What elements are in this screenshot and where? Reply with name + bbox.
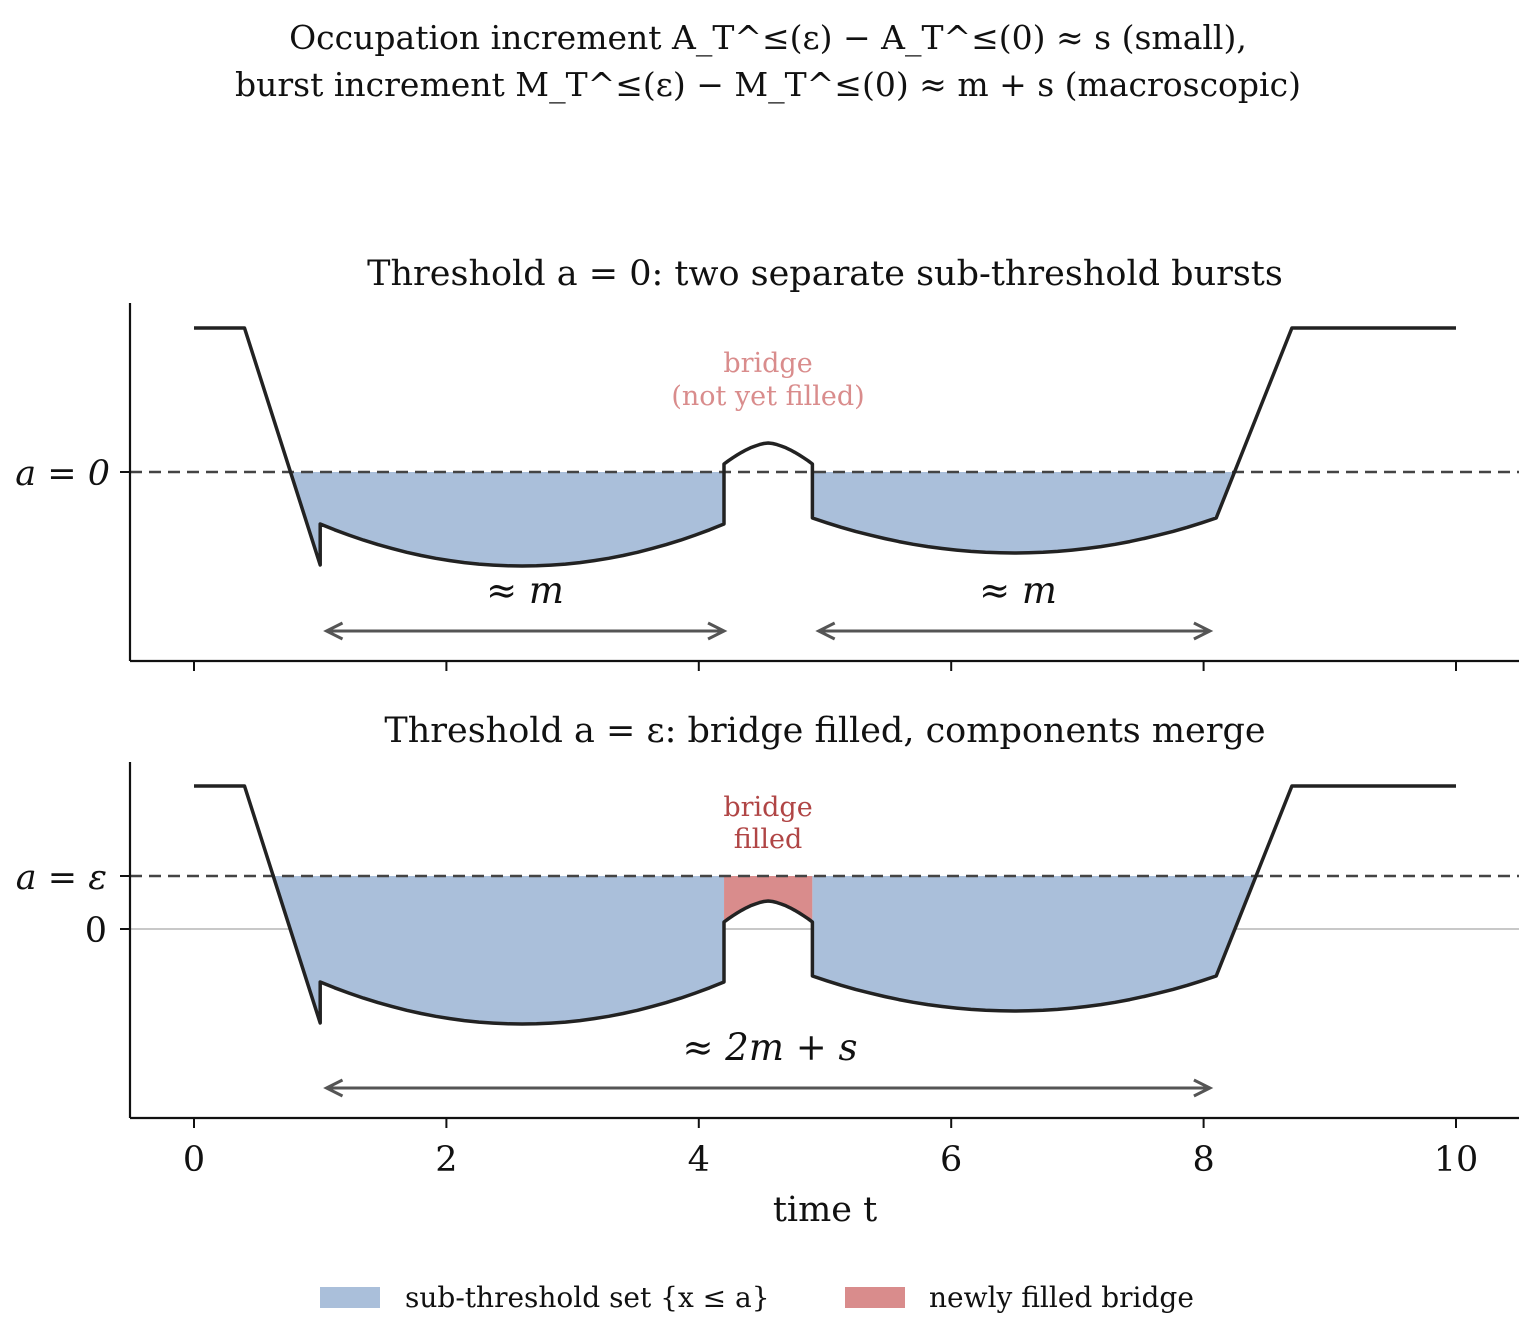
bottom-fill-layer <box>273 876 1257 1024</box>
top-signal-curve <box>194 326 1456 568</box>
bottom-panel: Threshold a = ε: bridge filled, componen… <box>16 711 1519 1230</box>
legend-label-bridge: newly filled bridge <box>929 1281 1194 1314</box>
bottom-xtick-label: 2 <box>435 1140 457 1180</box>
sub-threshold-fill-right <box>812 472 1235 553</box>
top-fill-layer <box>290 472 1235 566</box>
bottom-merged-burst-label: ≈ 2m + s <box>683 1026 858 1069</box>
sub-threshold-fill-left <box>273 876 725 1024</box>
top-xticks <box>193 661 1457 671</box>
bottom-bridge-label-line-1: bridge <box>723 792 812 823</box>
top-burst-arrow-0 <box>323 621 728 641</box>
suptitle-line-1: Occupation increment A_T^≤(ε) − A_T^≤(0)… <box>289 18 1247 58</box>
bottom-xtick-labels: 0 2 4 6 8 10 <box>183 1140 1478 1180</box>
top-threshold-label: a = 0 <box>15 454 110 494</box>
bottom-signal-curve <box>194 784 1456 1026</box>
bottom-zero-label: 0 <box>85 911 107 951</box>
x-axis-label: time t <box>773 1190 877 1230</box>
legend: sub-threshold set {x ≤ a} newly filled b… <box>320 1281 1194 1314</box>
bottom-xticks <box>193 1118 1457 1128</box>
bottom-xtick-label: 10 <box>1434 1140 1479 1180</box>
sub-threshold-fill-right <box>812 876 1257 1011</box>
top-panel: Threshold a = 0: two separate sub-thresh… <box>15 254 1519 671</box>
top-right-burst-label: ≈ m <box>979 569 1057 612</box>
bottom-xtick-label: 8 <box>1192 1140 1214 1180</box>
bottom-threshold-label: a = ε <box>16 858 107 898</box>
top-burst-arrow-1 <box>815 621 1214 641</box>
legend-label-subthreshold: sub-threshold set {x ≤ a} <box>405 1281 770 1314</box>
top-panel-title: Threshold a = 0: two separate sub-thresh… <box>367 254 1283 294</box>
bottom-xtick-label: 0 <box>183 1140 205 1180</box>
bottom-arrows <box>323 1078 1214 1098</box>
legend-swatch-subthreshold <box>320 1287 380 1308</box>
suptitle-line-2: burst increment M_T^≤(ε) − M_T^≤(0) ≈ m … <box>235 65 1301 105</box>
legend-swatch-bridge <box>845 1287 905 1308</box>
bridge-fill <box>724 876 813 982</box>
bottom-xtick-label: 4 <box>688 1140 710 1180</box>
top-bridge-label-line-2: (not yet filled) <box>671 381 864 412</box>
top-arrows <box>323 621 1214 641</box>
sub-threshold-fill-left <box>290 472 725 566</box>
top-left-burst-label: ≈ m <box>486 569 564 612</box>
top-bridge-label-line-1: bridge <box>723 348 812 379</box>
bottom-bridge-label-line-2: filled <box>734 824 803 855</box>
merged-burst-arrow <box>323 1078 1214 1098</box>
bottom-panel-title: Threshold a = ε: bridge filled, componen… <box>384 711 1265 751</box>
bottom-xtick-label: 6 <box>940 1140 962 1180</box>
